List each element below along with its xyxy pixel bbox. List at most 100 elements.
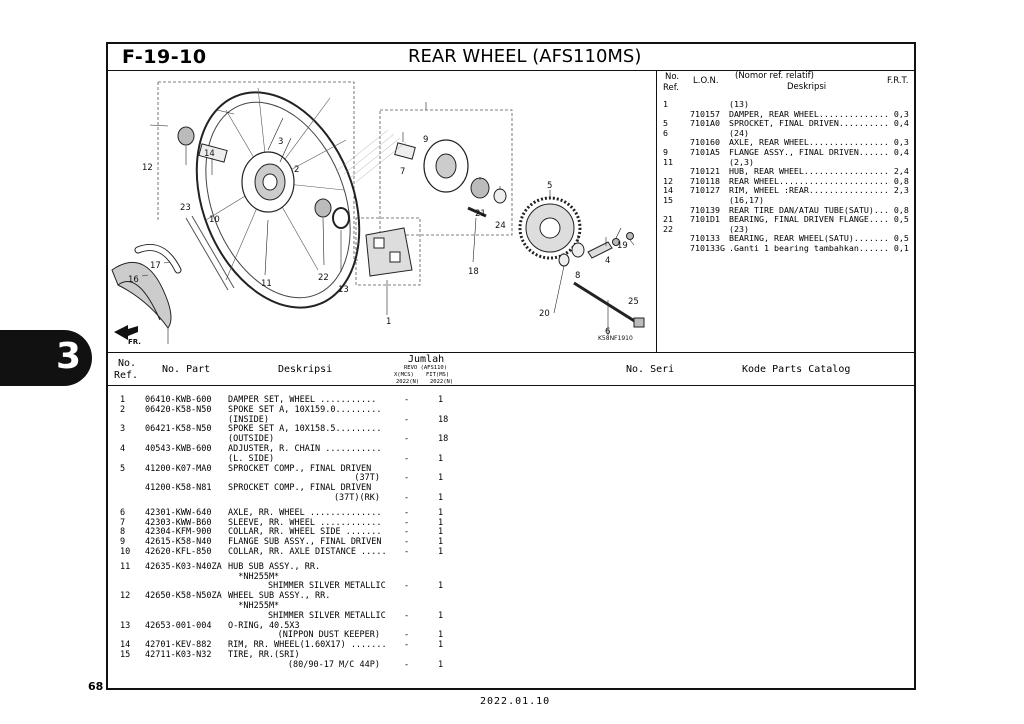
callout-6: 6	[605, 327, 610, 337]
col-qty-x: X(MCS)	[394, 372, 414, 378]
divider	[108, 352, 914, 353]
cell-no: 9	[120, 537, 126, 548]
reference-cell-desc: AXLE, REAR WHEEL................ 0,3	[729, 137, 909, 148]
cell-pn: 06410-KWB-600	[145, 395, 212, 405]
reference-cell-no: 14	[663, 185, 673, 196]
cell-pn: 06421-K58-N50	[145, 424, 212, 435]
cell-ds: AXLE, RR. WHEEL ..............	[228, 507, 382, 518]
footer-date: 2022.01.10	[480, 696, 551, 707]
reference-cell-lon: 710160	[690, 137, 720, 148]
callout-24: 24	[495, 221, 506, 231]
cell-q2: 1	[438, 610, 444, 621]
cell-ds: SPROCKET COMP., FINAL DRIVEN	[228, 483, 372, 494]
ref-col-no: No.	[665, 72, 680, 82]
ref-col-lon: L.O.N.	[693, 76, 719, 86]
reference-cell-no: 1	[663, 99, 668, 109]
cell-no: 15	[120, 649, 131, 660]
exploded-diagram-drawing: 1 2 3 4 5 6 7 8 9 10 11 12 13 14 15 16 1…	[111, 81, 645, 375]
reference-table: No. Ref. L.O.N. (Nomor ref. relatif) Des…	[657, 70, 914, 353]
cell-pn: 42620-KFL-850	[145, 546, 212, 557]
reference-cell-lon: 710133G	[690, 242, 725, 253]
cell-no: 5	[120, 463, 126, 474]
callout-14: 14	[204, 149, 215, 159]
reference-cell-desc: RIM, WHEEL :REAR................ 2,3	[729, 185, 909, 196]
cell-ds: SPROCKET COMP., FINAL DRIVEN	[228, 463, 372, 474]
cell-ds: COLLAR, RR. AXLE DISTANCE .....	[228, 546, 387, 557]
cell-dr: (37T)(RK)	[333, 492, 380, 503]
cell-q2: 1	[438, 537, 444, 548]
cell-no: 12	[120, 591, 131, 602]
reference-cell-no: 22	[663, 223, 673, 234]
callout-25: 25	[628, 297, 639, 307]
reference-cell-no: 12	[663, 175, 673, 186]
callout-17: 17	[150, 261, 161, 271]
reference-cell-desc: DAMPER, REAR WHEEL.............. 0,3	[729, 108, 909, 119]
reference-cell-desc: BEARING, REAR WHEEL(SATU)....... 0,5	[729, 233, 909, 244]
cell-no: 13	[120, 620, 131, 631]
cell-no: 7	[120, 517, 126, 528]
callout-3: 3	[278, 137, 283, 147]
reference-cell-lon: 7101A0	[690, 118, 720, 129]
cell-ds: ADJUSTER, R. CHAIN ...........	[228, 443, 382, 454]
reference-cell-lon: 710121	[690, 166, 720, 177]
cell-pn: 41200-K58-N81	[145, 483, 212, 494]
col-no: No.	[118, 358, 137, 369]
cell-no: 14	[120, 640, 131, 651]
fr-label: FR.	[128, 338, 141, 346]
ref-col-frt: F.R.T.	[887, 76, 909, 86]
cell-pn: 42701-KEV-882	[145, 640, 212, 651]
cell-q1: -	[404, 546, 410, 557]
cell-no: 11	[120, 561, 131, 572]
reference-cell-desc: .Ganti 1 bearing tambahkan...... 0,1	[729, 242, 909, 253]
divider	[108, 385, 914, 386]
reference-cell-desc: FLANGE ASSY., FINAL DRIVEN...... 0,4	[729, 146, 909, 157]
cell-pn: 42304-KFM-900	[145, 527, 212, 538]
callout-22: 22	[318, 273, 329, 283]
cell-no: 8	[120, 527, 126, 538]
cell-ds: (L. SIDE)	[228, 453, 275, 464]
cell-pn: 42615-K58-N40	[145, 537, 212, 548]
callout-7: 7	[400, 167, 405, 177]
cell-q2: 1	[438, 546, 444, 557]
cell-q1: -	[404, 395, 410, 405]
cell-q1: -	[404, 473, 410, 484]
ref-col-desc: Deskripsi	[787, 82, 827, 92]
cell-ds: SPOKE SET A, 10X158.5.........	[228, 424, 382, 435]
callout-2: 2	[294, 165, 299, 175]
reference-cell-desc: (2,3)	[729, 156, 754, 167]
ref-col-ref: Ref.	[663, 83, 679, 93]
cell-q1: -	[404, 527, 410, 538]
cell-q1: -	[404, 517, 410, 528]
reference-cell-lon: 710118	[690, 175, 720, 186]
cell-no: 6	[120, 507, 126, 518]
reference-cell-no: 6	[663, 127, 668, 138]
callout-21: 21	[475, 209, 486, 219]
reference-cell-desc: REAR WHEEL...................... 0,8	[729, 175, 909, 186]
reference-cell-desc: REAR TIRE DAN/ATAU TUBE(SATU)... 0,8	[729, 204, 909, 215]
col-serial: No. Seri	[626, 364, 675, 375]
reference-cell-desc: (13)	[729, 99, 749, 109]
cell-no: 4	[120, 443, 126, 454]
col-ref: Ref.	[114, 370, 139, 381]
cell-ds: (INSIDE)	[228, 414, 269, 425]
callout-20: 20	[539, 309, 550, 319]
page-number: 68	[88, 680, 104, 693]
section-tab-number: 3	[56, 336, 82, 377]
cell-q2: 18	[438, 434, 449, 445]
callout-12: 12	[142, 163, 153, 173]
col-catalog: Kode Parts Catalog	[742, 364, 851, 375]
cell-no: 2	[120, 404, 126, 415]
col-qty-sub: REVO (AFS110)	[404, 365, 448, 371]
cell-q1: -	[404, 492, 410, 503]
ref-col-desc-top: (Nomor ref. relatif)	[735, 71, 814, 81]
reference-cell-no: 9	[663, 146, 668, 157]
cell-q2: 1	[438, 630, 444, 641]
cell-q2: 1	[438, 527, 444, 538]
cell-dr: SHIMMER SILVER METALLIC	[268, 581, 386, 592]
cell-no: 3	[120, 424, 126, 435]
reference-cell-desc: (16,17)	[729, 194, 764, 205]
cell-dr: (NIPPON DUST KEEPER)	[277, 630, 380, 641]
cell-pn: 42711-K03-N32	[145, 649, 212, 660]
cell-no: 1	[120, 395, 126, 405]
cell-ds: HUB SUB ASSY., RR.	[228, 561, 321, 572]
